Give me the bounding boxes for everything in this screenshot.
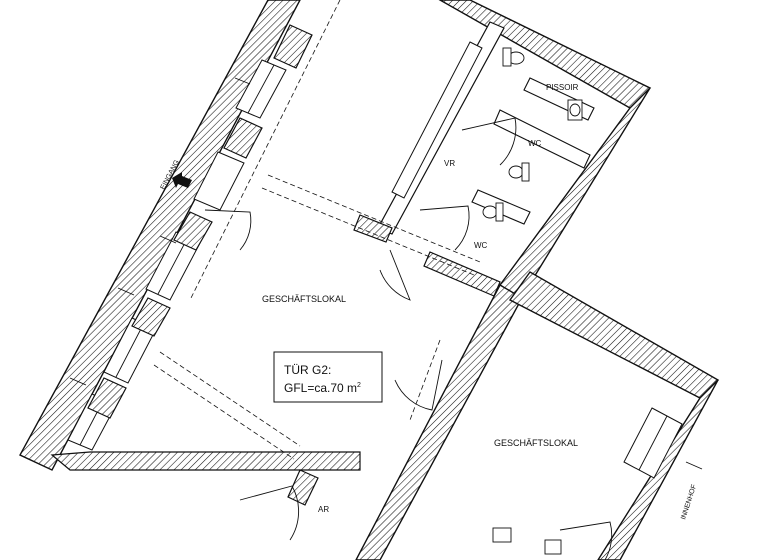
tick-marks [69, 77, 703, 470]
facade-piers [87, 24, 313, 419]
info-box: TÜR G2: GFL=ca.70 m2 [273, 351, 383, 403]
room-label-wc-lower: WC [474, 241, 488, 250]
vr-window [391, 41, 483, 199]
annotation-courtyard: INNENHOF [680, 484, 698, 521]
room-label-ar: AR [318, 505, 329, 514]
wall-right-building [508, 271, 720, 560]
toilet-fixtures [482, 47, 583, 555]
entrance-arrow-icon [172, 172, 192, 188]
room-label-wc-upper: WC [528, 139, 542, 148]
room-label-main-shop: GESCHÄFTSLOKAL [262, 294, 346, 304]
wall-bottom-partition [50, 451, 361, 506]
overhead-lines [153, 0, 481, 460]
facade-wall-left [19, 0, 301, 471]
room-label-second-shop: GESCHÄFTSLOKAL [494, 438, 578, 448]
info-box-line1: TÜR G2: [284, 363, 331, 377]
wall-spine [355, 284, 523, 560]
room-label-vr: VR [444, 159, 455, 168]
room-label-pissoir: PISSOIR [546, 83, 579, 92]
door-swings [204, 117, 613, 560]
info-box-line2: GFL=ca.70 m2 [284, 381, 361, 395]
facade-windows [67, 59, 287, 451]
wall-vr-partition [353, 21, 505, 297]
